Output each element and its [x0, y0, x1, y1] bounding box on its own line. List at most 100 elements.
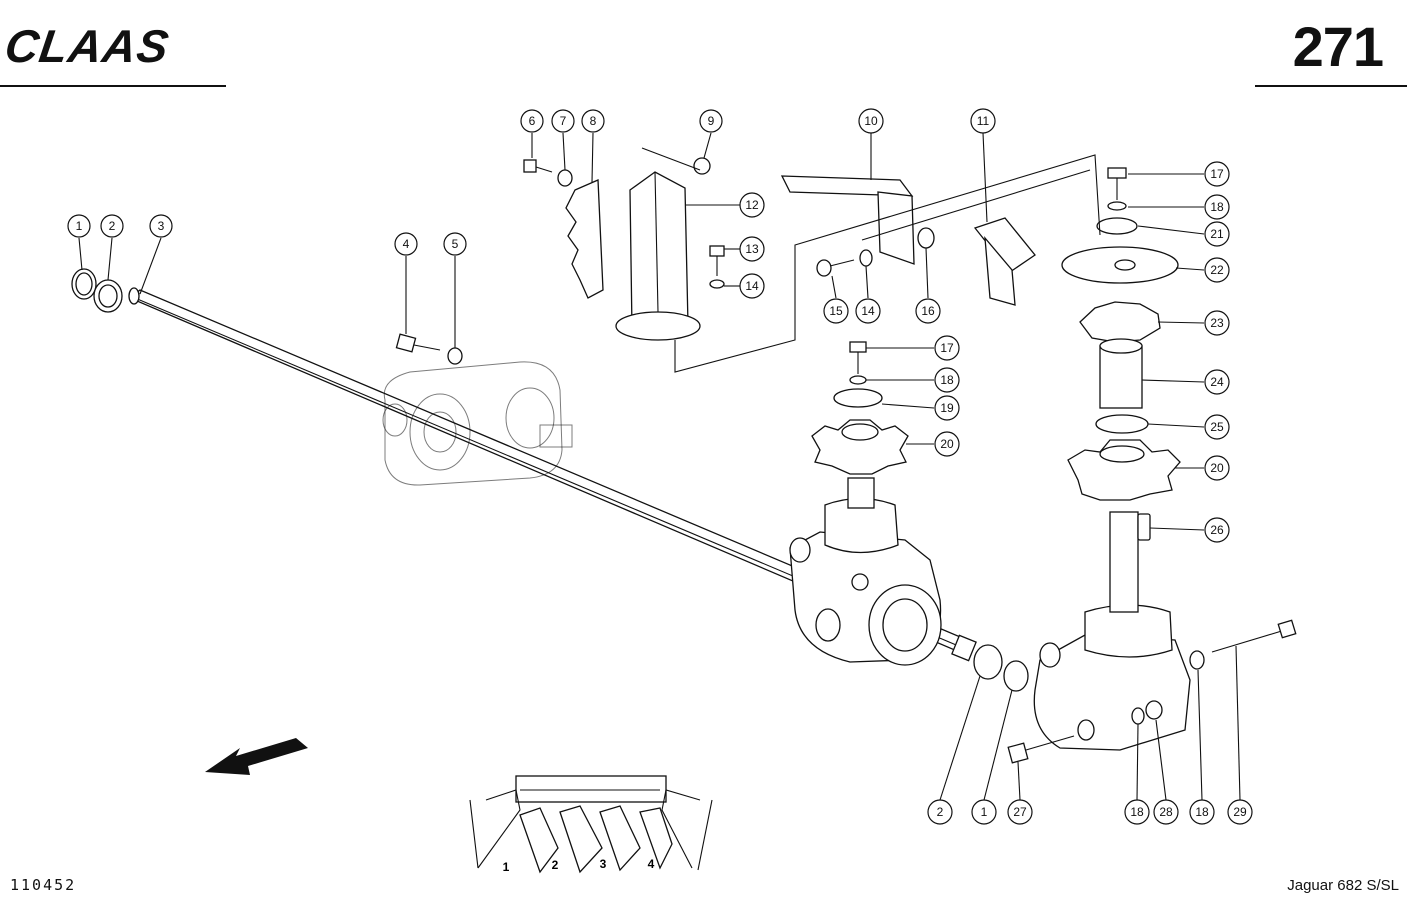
- callout: 17: [1204, 161, 1230, 187]
- svg-text:20: 20: [940, 437, 954, 451]
- callout: 18: [934, 367, 960, 393]
- svg-text:22: 22: [1210, 263, 1224, 277]
- direction-arrow-icon: [205, 738, 308, 775]
- disc-part-22: [1061, 246, 1179, 284]
- svg-text:CLAAS: CLAAS: [2, 20, 173, 72]
- washer-part-18-center: [849, 375, 867, 385]
- callout: 27: [1007, 799, 1033, 825]
- svg-text:18: 18: [1195, 805, 1209, 819]
- nut-part-28: [1145, 700, 1163, 720]
- washer-part-18-right: [1107, 201, 1127, 211]
- svg-text:20: 20: [1210, 461, 1224, 475]
- callout: 1: [67, 214, 91, 238]
- svg-text:3: 3: [158, 219, 165, 233]
- callout: 1: [971, 799, 997, 825]
- washer-part-14-lower: [859, 249, 873, 267]
- svg-text:9: 9: [708, 114, 715, 128]
- svg-text:6: 6: [529, 114, 536, 128]
- nut-part-9: [693, 157, 711, 175]
- gearbox-center: [789, 477, 942, 666]
- svg-text:10: 10: [864, 114, 878, 128]
- callout: 9: [699, 109, 723, 133]
- key-part-26: [1137, 513, 1151, 541]
- callout: 17: [934, 335, 960, 361]
- washer-part-5: [447, 347, 463, 365]
- svg-text:17: 17: [940, 341, 954, 355]
- bolt-part-29: [1211, 619, 1297, 653]
- callout: 2: [100, 214, 124, 238]
- svg-text:18: 18: [940, 373, 954, 387]
- callout: 18: [1189, 799, 1215, 825]
- washer-part-25: [1095, 414, 1149, 434]
- svg-text:5: 5: [452, 237, 459, 251]
- leader-lines: [78, 132, 1241, 801]
- bolt-part-15: [816, 259, 855, 277]
- nut-part-16: [917, 227, 935, 249]
- svg-text:23: 23: [1210, 316, 1224, 330]
- svg-text:15: 15: [829, 304, 843, 318]
- callout: 20: [1204, 455, 1230, 481]
- svg-text:14: 14: [861, 304, 875, 318]
- svg-text:27: 27: [1013, 805, 1027, 819]
- callout: 18: [1124, 799, 1150, 825]
- svg-text:11: 11: [977, 114, 990, 128]
- bolt-part-13: [709, 245, 725, 276]
- callout: 6: [520, 109, 544, 133]
- callout: 15: [823, 298, 849, 324]
- washer-part-18-bolt29: [1189, 650, 1205, 670]
- svg-text:16: 16: [921, 304, 935, 318]
- row-label-3: 3: [600, 857, 607, 871]
- bolt-part-17-center: [849, 341, 867, 374]
- callout: 10: [858, 108, 884, 134]
- callout: 20: [934, 431, 960, 457]
- divider-cone-part-12: [615, 171, 701, 341]
- circlip-right: [1003, 660, 1029, 692]
- bolt-part-27: [1007, 735, 1075, 764]
- main-shaft: [128, 287, 977, 662]
- bolt-part-17-right: [1107, 167, 1127, 200]
- sprocket-right: [1067, 439, 1181, 501]
- callout: 28: [1153, 799, 1179, 825]
- bolt-part-6: [523, 159, 553, 173]
- svg-text:2: 2: [109, 219, 116, 233]
- bolt-part-4: [395, 333, 441, 353]
- svg-text:18: 18: [1210, 200, 1224, 214]
- svg-text:7: 7: [560, 114, 567, 128]
- header-thumbnail: [469, 775, 713, 874]
- callout: 21: [1204, 221, 1230, 247]
- row-label-1: 1: [503, 860, 510, 874]
- svg-text:17: 17: [1210, 167, 1224, 181]
- callout: 23: [1204, 310, 1230, 336]
- page-number: 271: [1292, 15, 1384, 78]
- svg-text:24: 24: [1210, 375, 1224, 389]
- model-name: Jaguar 682 S/SL: [1287, 877, 1399, 894]
- svg-text:14: 14: [745, 279, 759, 293]
- callout: 2: [927, 799, 953, 825]
- callout: 18: [1204, 194, 1230, 220]
- callout: 26: [1204, 517, 1230, 543]
- washer-part-7: [557, 169, 573, 187]
- svg-text:28: 28: [1159, 805, 1173, 819]
- sprocket-part-23: [1079, 301, 1161, 343]
- callout: 8: [581, 109, 605, 133]
- svg-text:18: 18: [1130, 805, 1144, 819]
- callout: 3: [149, 214, 173, 238]
- svg-text:1: 1: [76, 219, 83, 233]
- ring-left: [93, 279, 123, 313]
- guide-part-11: [973, 217, 1036, 306]
- callout: 12: [739, 192, 765, 218]
- assembly-lines: [641, 147, 1101, 373]
- callout: 5: [443, 232, 467, 256]
- svg-text:12: 12: [745, 198, 759, 212]
- callout: 14: [855, 298, 881, 324]
- washer-part-18-bolt27: [1131, 707, 1145, 725]
- callout: 11: [970, 108, 996, 134]
- document-number: 110452: [10, 876, 77, 894]
- svg-text:13: 13: [745, 242, 759, 256]
- row-label-4: 4: [648, 857, 655, 871]
- svg-text:26: 26: [1210, 523, 1224, 537]
- svg-text:8: 8: [590, 114, 597, 128]
- washer-part-21: [1096, 217, 1138, 235]
- callout: 19: [934, 395, 960, 421]
